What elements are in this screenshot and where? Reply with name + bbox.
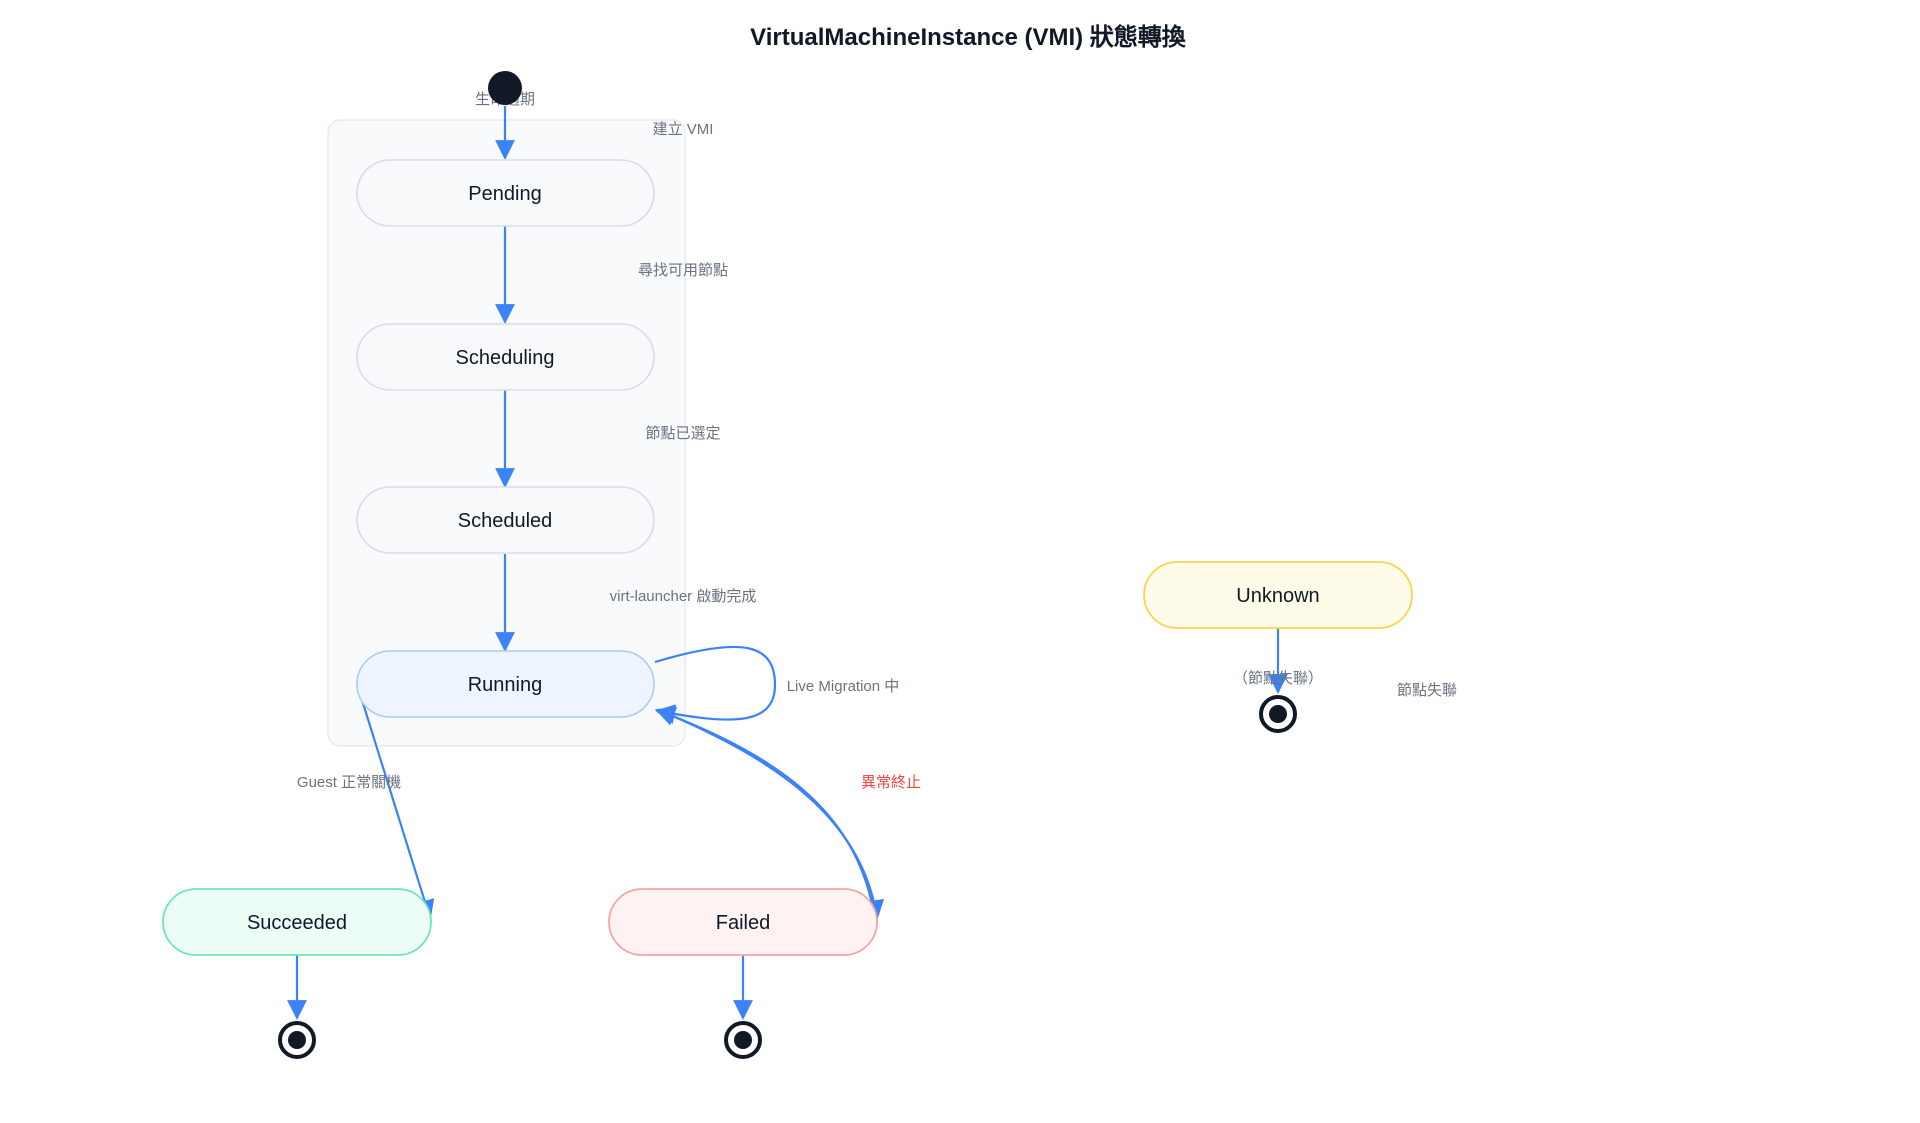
state-running: Running <box>356 650 655 718</box>
edge-label-launcher-started: virt-launcher 啟動完成 <box>610 588 757 605</box>
state-scheduled: Scheduled <box>356 486 655 554</box>
state-pending-label: Pending <box>468 183 541 205</box>
diagram-title: VirtualMachineInstance (VMI) 狀態轉換 <box>750 23 1187 51</box>
end-node-unknown <box>1259 695 1297 733</box>
edge-running-failed <box>667 712 885 920</box>
edge-label-find-node: 尋找可用節點 <box>638 261 728 279</box>
edge-label-guest-shutdown: Guest 正常關機 <box>297 774 401 791</box>
edge-label-create: 建立 VMI <box>653 121 714 138</box>
edge-running-succeeded <box>355 683 435 920</box>
state-pending: Pending <box>356 159 655 227</box>
state-succeeded: Succeeded <box>162 888 432 956</box>
end-node-succeeded <box>278 1021 316 1059</box>
lifecycle-group <box>327 119 686 747</box>
edge-label-abnormal-exit: 異常終止 <box>861 774 921 791</box>
edge-running-self-loop <box>654 645 777 724</box>
state-scheduling-label: Scheduling <box>456 347 555 369</box>
edge-label-unknown-end: （節點失聯） <box>1233 669 1323 687</box>
state-running-label: Running <box>468 674 543 696</box>
state-unknown: Unknown <box>1143 561 1413 629</box>
start-node <box>488 71 522 105</box>
state-succeeded-label: Succeeded <box>247 912 347 934</box>
edge-label-live-migration: Live Migration 中 <box>787 678 900 695</box>
edge-label-node-lost: 節點失聯 <box>1397 681 1457 699</box>
end-node-failed <box>724 1021 762 1059</box>
state-failed-label: Failed <box>716 912 770 934</box>
state-failed: Failed <box>608 888 878 956</box>
edge-label-node-selected: 節點已選定 <box>645 424 720 442</box>
state-scheduling: Scheduling <box>356 323 655 391</box>
state-unknown-label: Unknown <box>1236 585 1319 607</box>
state-scheduled-label: Scheduled <box>458 510 553 532</box>
